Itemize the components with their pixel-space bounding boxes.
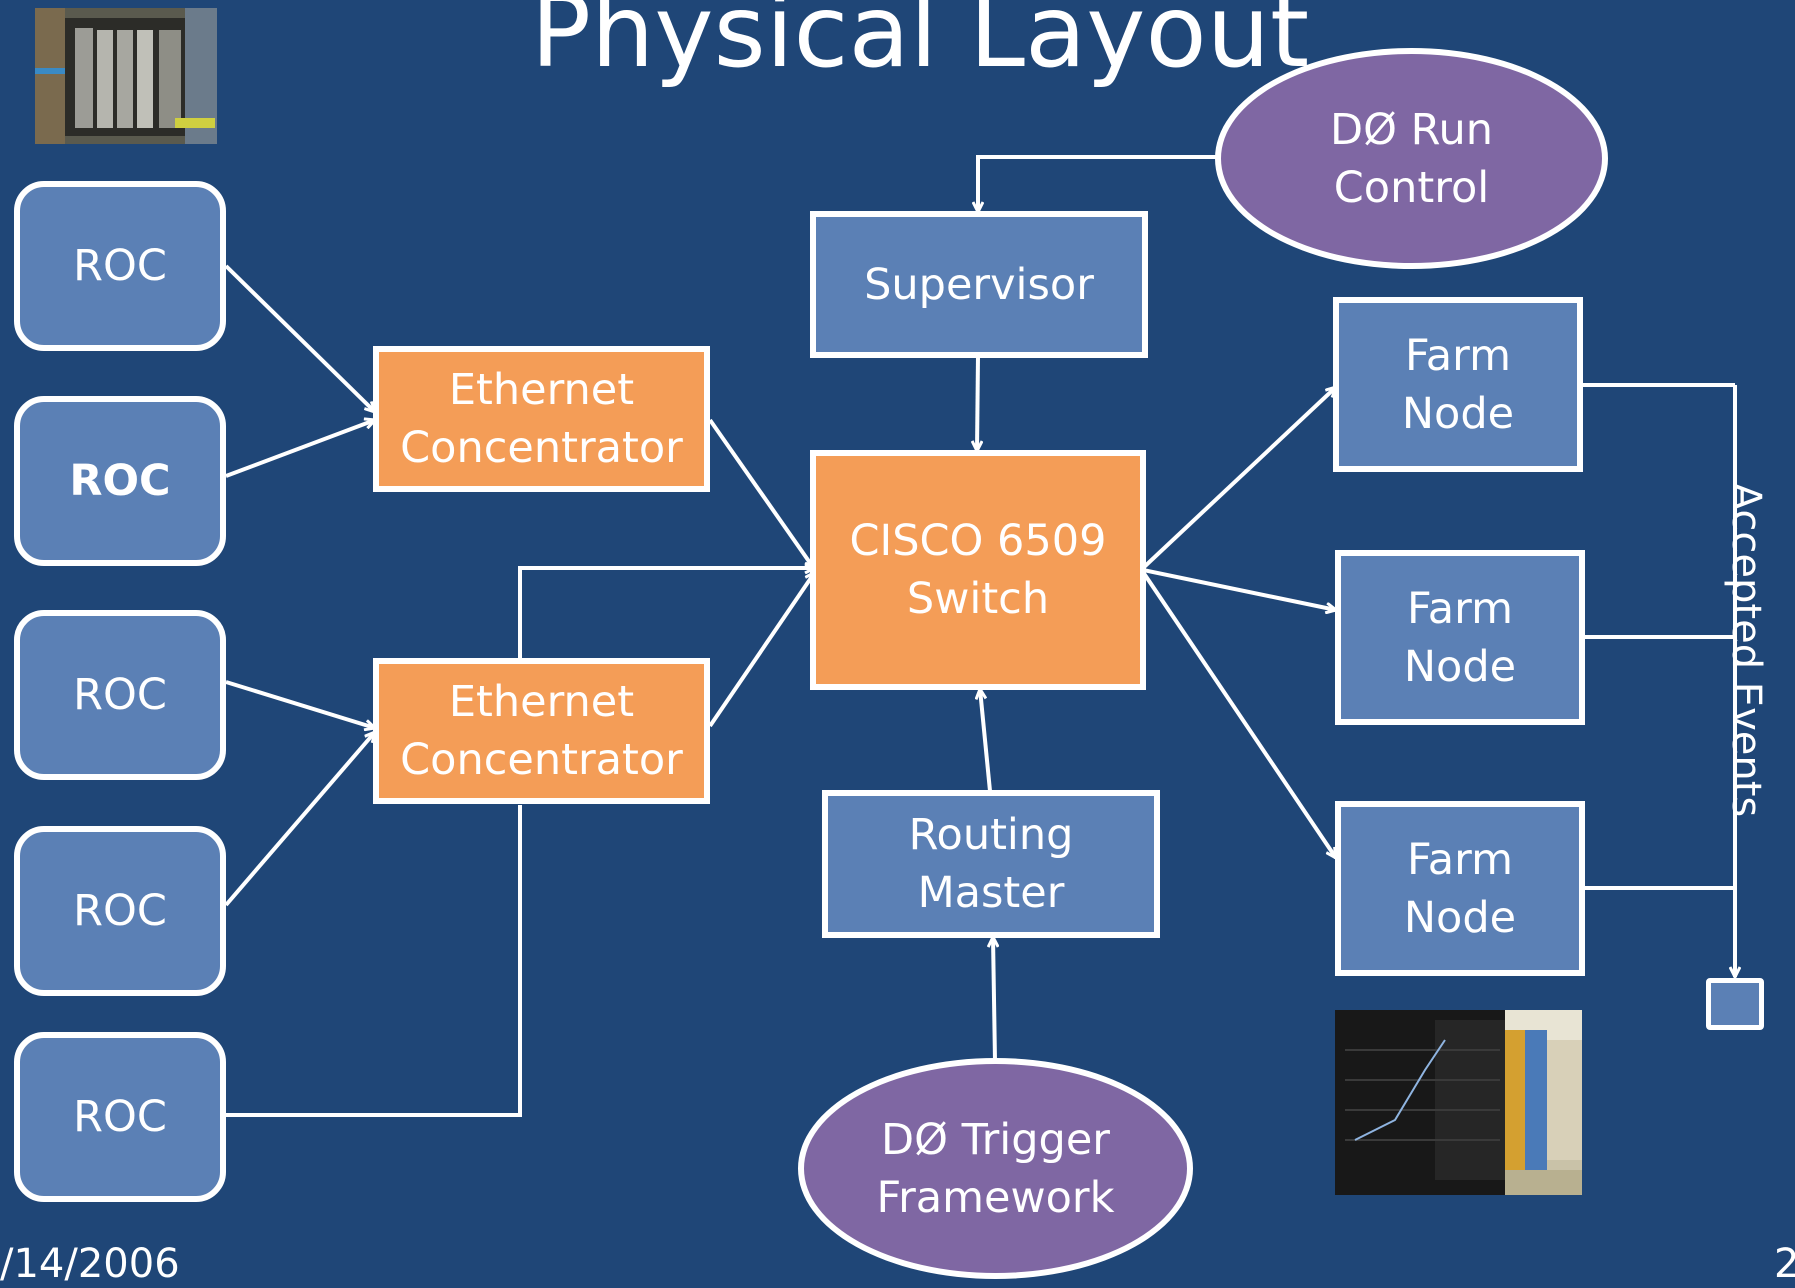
arrow-switch-farm3 xyxy=(1141,570,1336,858)
electronics-rack-photo xyxy=(35,8,217,144)
arrow-roc3-ec2 xyxy=(225,680,375,728)
roc-box-1: ROC xyxy=(14,181,226,351)
arrow-runcontrol-supervisor xyxy=(978,155,1220,212)
cisco-switch-label: CISCO 6509 Switch xyxy=(849,516,1107,624)
supervisor-label: Supervisor xyxy=(864,259,1094,310)
routing-master-box: Routing Master xyxy=(822,790,1160,938)
arrow-ec1-switch xyxy=(708,418,815,570)
farm-node-3: Farm Node xyxy=(1335,801,1585,976)
footer-date: /14/2006 xyxy=(0,1241,180,1287)
roc-box-5: ROC xyxy=(14,1032,226,1202)
roc-label-4: ROC xyxy=(73,886,167,936)
roc-box-4: ROC xyxy=(14,826,226,996)
line-roc5-ec2 xyxy=(226,805,522,1117)
server-farm-photo xyxy=(1335,1010,1582,1195)
arrow-ec2-switch-bypass xyxy=(518,568,815,660)
ethernet-concentrator-label-1: Ethernet Concentrator xyxy=(400,365,683,473)
ethernet-concentrator-1: Ethernet Concentrator xyxy=(373,346,710,492)
ethernet-concentrator-label-2: Ethernet Concentrator xyxy=(400,677,683,785)
farm-node-1: Farm Node xyxy=(1333,297,1583,472)
cisco-switch: CISCO 6509 Switch xyxy=(810,450,1146,690)
arrow-supervisor-switch xyxy=(977,355,978,451)
accepted-events-label: Accepted Events xyxy=(1723,482,1769,818)
farm-node-label-1: Farm Node xyxy=(1401,330,1515,439)
trigger-framework-label: DØ Trigger Framework xyxy=(876,1114,1115,1223)
farm-node-2: Farm Node xyxy=(1335,550,1585,725)
arrow-ec2-switch xyxy=(708,572,815,728)
roc-label-2: ROC xyxy=(69,456,171,506)
arrow-roc1-ec1 xyxy=(224,264,375,412)
routing-master-label: Routing Master xyxy=(908,810,1074,918)
ethernet-concentrator-2: Ethernet Concentrator xyxy=(373,658,710,804)
farm-node-label-2: Farm Node xyxy=(1403,583,1517,692)
accepted-events-storage-box xyxy=(1706,978,1764,1030)
footer-page-number: 2 xyxy=(1774,1241,1795,1287)
arrow-roc2-ec1 xyxy=(225,420,375,478)
arrow-switch-farm1 xyxy=(1141,387,1336,570)
run-control-ellipse: DØ Run Control xyxy=(1215,48,1608,269)
supervisor-box: Supervisor xyxy=(810,211,1148,358)
slide-title: Physical Layout xyxy=(530,0,1310,90)
trigger-framework-ellipse: DØ Trigger Framework xyxy=(798,1058,1193,1279)
roc-label-5: ROC xyxy=(73,1092,167,1142)
run-control-label: DØ Run Control xyxy=(1329,104,1494,213)
farm-node-label-3: Farm Node xyxy=(1403,834,1517,943)
roc-label-3: ROC xyxy=(73,670,167,720)
roc-box-3: ROC xyxy=(14,610,226,780)
arrow-routing-switch xyxy=(980,689,992,792)
roc-box-2: ROC xyxy=(14,396,226,566)
arrow-switch-farm2 xyxy=(1142,568,1336,610)
arrow-trigger-routing xyxy=(993,937,995,1062)
arrow-roc4-ec2 xyxy=(224,732,375,907)
roc-label-1: ROC xyxy=(73,241,167,291)
